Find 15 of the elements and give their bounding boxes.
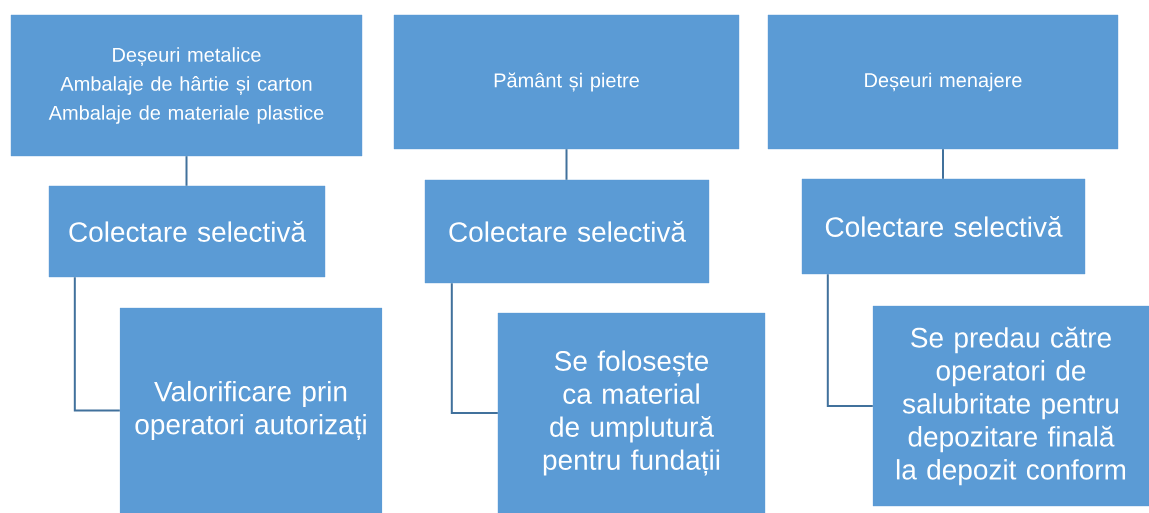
connector-line (826, 273, 874, 407)
connector-line (185, 155, 188, 187)
result-box: Se predau către operatori de salubritate pentru depozitare finală la depozit conform (872, 305, 1149, 507)
connector-line (450, 282, 499, 414)
connector-line (73, 276, 121, 412)
process-box: Colectare selectivă (801, 178, 1086, 275)
connector-line (942, 148, 944, 180)
connector-line (565, 148, 568, 181)
source-box: Pământ și pietre (393, 14, 740, 150)
process-box: Colectare selectivă (48, 185, 326, 278)
source-box: Deșeuri metalice Ambalaje de hârtie și carton Ambalaje de materiale plastice (10, 14, 363, 157)
process-box: Colectare selectivă (424, 179, 710, 284)
result-box: Se folosește ca material de umplutură pentru fundații (497, 312, 766, 513)
result-box: Valorificare prin operatori autorizați (119, 307, 383, 513)
source-box: Deșeuri menajere (767, 14, 1119, 150)
